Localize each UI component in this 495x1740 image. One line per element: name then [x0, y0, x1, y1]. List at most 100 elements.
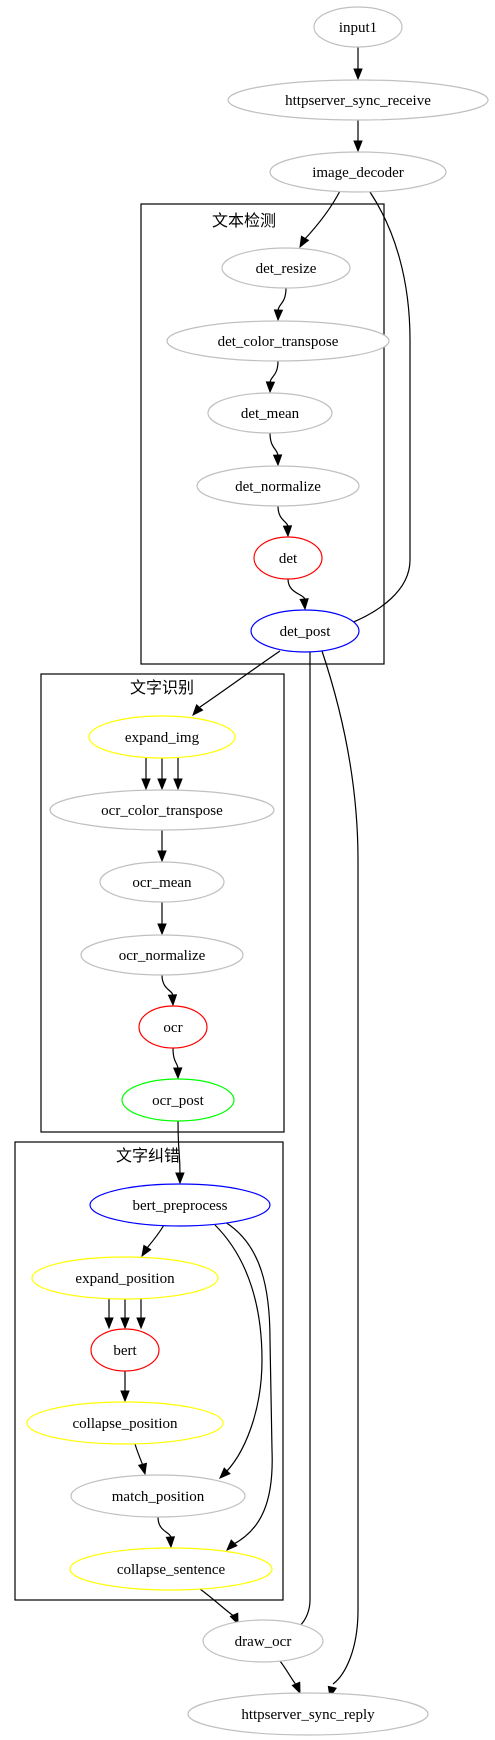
edge-line [157, 1516, 172, 1539]
node-httpserver-sync-reply[interactable]: httpserver_sync_reply [187, 1692, 429, 1736]
edge-expand-img-to-ocr-color-transpose [141, 758, 151, 791]
node-shape [31, 1256, 219, 1300]
edge-det-post-to-httpserver-sync-reply [321, 650, 359, 1699]
node-shape [26, 1401, 224, 1445]
edge-line [269, 360, 279, 384]
arrow-head [272, 454, 283, 467]
edge-det-post-to-draw-ocr [275, 652, 311, 1638]
arrow-head [265, 381, 276, 394]
edge-det-color-transpose-to-det-mean [265, 360, 279, 394]
node-det-color-transpose[interactable]: det_color_transpose [166, 320, 390, 362]
node-det-normalize[interactable]: det_normalize [196, 465, 360, 507]
edge-line [284, 652, 311, 1632]
edge-det-post-to-expand-img [192, 650, 281, 717]
arrow-head [226, 1539, 238, 1551]
node-ocr[interactable]: ocr [138, 1005, 208, 1049]
node-ocr-normalize[interactable]: ocr_normalize [80, 934, 244, 976]
arrow-head [353, 140, 363, 153]
node-collapse-position[interactable]: collapse_position [26, 1401, 224, 1445]
arrow-head [137, 1462, 148, 1476]
arrow-head [173, 778, 183, 791]
arrow-head [175, 1172, 185, 1185]
edge-expand-img-to-ocr-color-transpose [173, 758, 183, 791]
edge-expand-position-to-bert [104, 1299, 114, 1330]
node-label: httpserver_sync_reply [241, 1707, 375, 1723]
edge-ocr-mean-to-ocr-normalize [157, 902, 167, 936]
node-bert-preprocess[interactable]: bert_preprocess [89, 1183, 271, 1227]
edge-input1-to-httpserver-sync-receive [353, 47, 363, 81]
edge-line [146, 1224, 165, 1249]
edge-line [199, 1588, 236, 1618]
node-image-decoder[interactable]: image_decoder [269, 151, 447, 193]
node-shape [70, 1474, 246, 1518]
node-label: httpserver_sync_receive [285, 93, 431, 109]
node-det-post[interactable]: det_post [250, 609, 360, 653]
node-httpserver-sync-receive[interactable]: httpserver_sync_receive [227, 79, 489, 121]
cluster-text-correct: 文字纠错 [14, 1141, 284, 1601]
node-ocr-post[interactable]: ocr_post [121, 1078, 235, 1122]
node-input1[interactable]: input1 [313, 6, 403, 48]
arrow-head [291, 1681, 301, 1695]
arrow-head [353, 68, 363, 81]
edge-image-decoder-to-det-post [342, 191, 411, 633]
node-label: collapse_sentence [117, 1562, 226, 1578]
node-draw-ocr[interactable]: draw_ocr [202, 1619, 324, 1663]
edge-ocr-normalize-to-ocr [161, 974, 178, 1007]
arrow-head [157, 850, 167, 863]
node-expand-position[interactable]: expand_position [31, 1256, 219, 1300]
cluster-text-recog: 文字识别 [40, 673, 285, 1133]
edge-match-position-to-collapse-sentence [157, 1516, 176, 1549]
node-shape [90, 1328, 160, 1372]
arrow-head [136, 1317, 146, 1330]
arrow-head [120, 1390, 130, 1403]
cluster-box [14, 1141, 284, 1601]
node-shape [253, 536, 323, 580]
edge-bert-preprocess-to-collapse-sentence [224, 1221, 273, 1551]
edge-line [269, 432, 279, 457]
cluster-text-detect: 文本检测 [140, 203, 385, 665]
node-label: ocr_mean [132, 875, 192, 891]
arrow-head [173, 1067, 183, 1080]
arrow-head [192, 703, 204, 717]
node-label: bert [113, 1343, 137, 1359]
edge-expand-position-to-bert [136, 1298, 146, 1330]
node-label: ocr_normalize [119, 948, 206, 964]
edge-ocr-color-transpose-to-ocr-mean [157, 830, 167, 863]
node-label: det [279, 551, 298, 567]
edge-draw-ocr-to-httpserver-sync-reply [279, 1660, 301, 1695]
node-shape [221, 247, 351, 289]
edge-line [172, 1047, 179, 1070]
node-collapse-sentence[interactable]: collapse_sentence [69, 1547, 273, 1591]
node-shape [88, 715, 236, 759]
node-shape [202, 1619, 324, 1663]
node-shape [89, 1183, 271, 1227]
node-label: ocr [163, 1020, 182, 1036]
node-match-position[interactable]: match_position [70, 1474, 246, 1518]
node-shape [99, 861, 225, 903]
node-shape [269, 151, 447, 193]
edge-det-to-det-post [287, 578, 309, 611]
node-label: draw_ocr [235, 1634, 292, 1650]
node-shape [227, 79, 489, 121]
node-det-mean[interactable]: det_mean [207, 392, 333, 434]
node-expand-img[interactable]: expand_img [88, 715, 236, 759]
node-ocr-mean[interactable]: ocr_mean [99, 861, 225, 903]
edge-line [134, 1443, 144, 1467]
edge-line [161, 974, 174, 997]
cluster-label: 文字识别 [130, 678, 194, 697]
arrow-head [157, 923, 167, 936]
node-ocr-color-transpose[interactable]: ocr_color_transpose [49, 789, 275, 831]
node-shape [80, 934, 244, 976]
edge-ocr-post-to-bert-preprocess [175, 1120, 185, 1185]
arrow-head [167, 994, 178, 1007]
node-bert[interactable]: bert [90, 1328, 160, 1372]
edge-line [224, 1221, 273, 1546]
cluster-box [40, 673, 285, 1133]
edge-expand-position-to-bert [120, 1298, 130, 1330]
edge-line [177, 1120, 181, 1175]
node-shape [250, 609, 360, 653]
node-det[interactable]: det [253, 536, 323, 580]
node-det-resize[interactable]: det_resize [221, 247, 351, 289]
